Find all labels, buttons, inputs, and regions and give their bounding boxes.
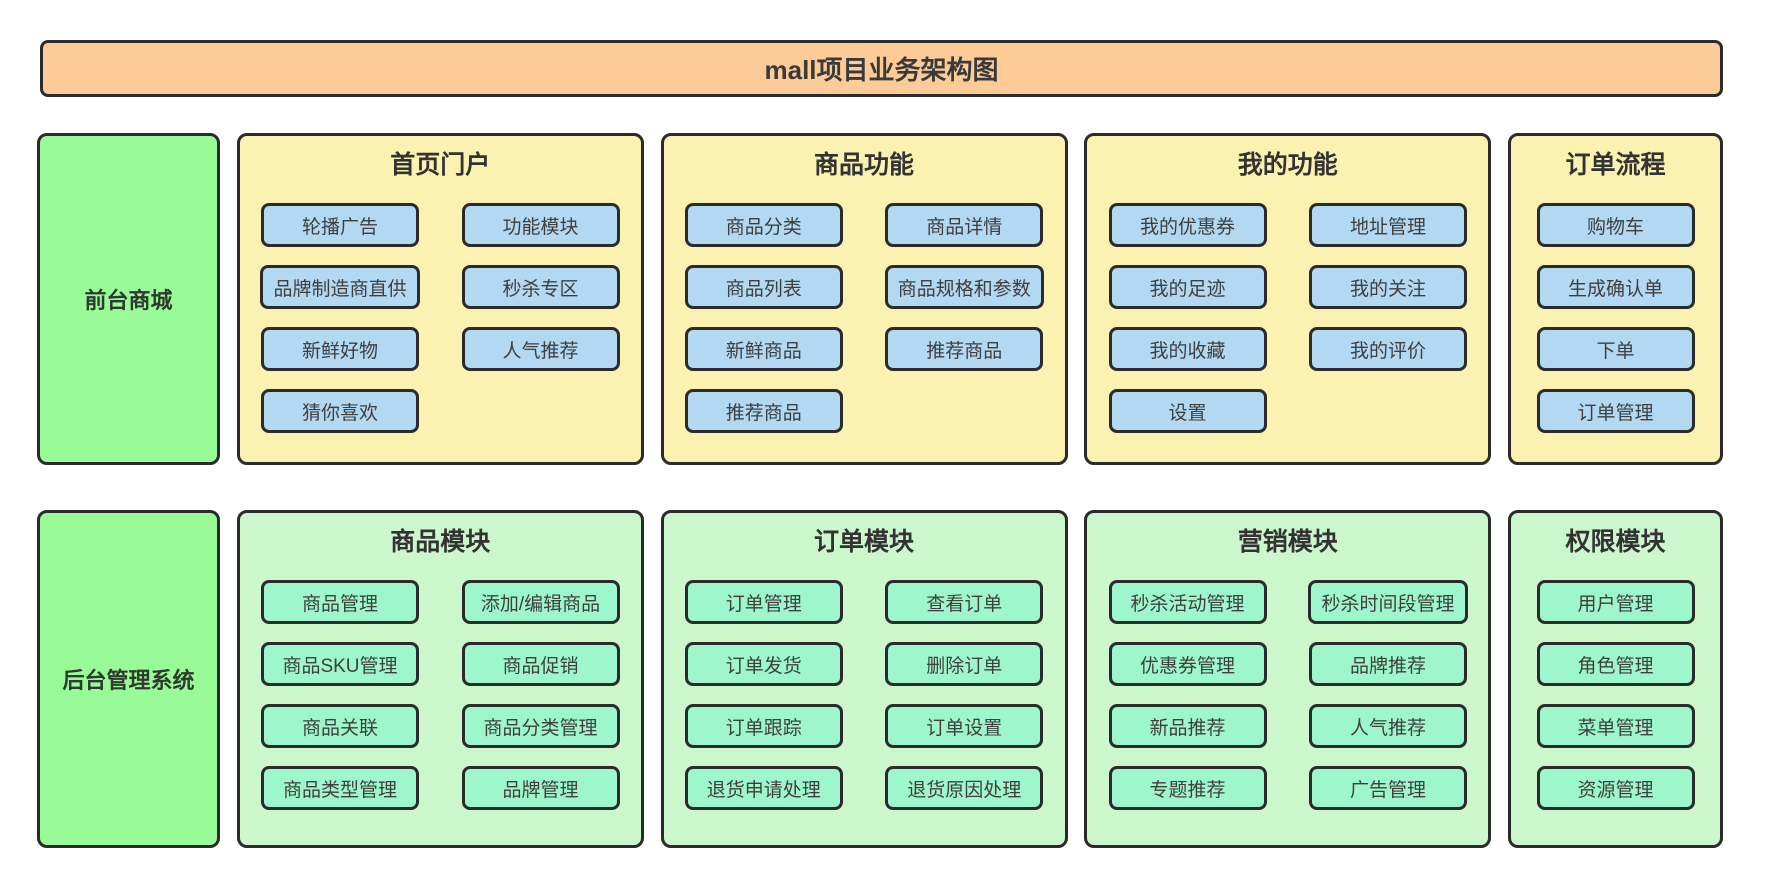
node-my-features-0: 我的优惠券 <box>1108 203 1267 247</box>
node-grid-product-features: 商品分类商品详情商品列表商品规格和参数新鲜商品推荐商品推荐商品 <box>664 203 1065 433</box>
node-product-module-7: 品牌管理 <box>461 766 620 810</box>
node-order-flow-1: 生成确认单 <box>1536 265 1695 309</box>
node-grid-my-features: 我的优惠券地址管理我的足迹我的关注我的收藏我的评价设置 <box>1087 203 1488 433</box>
node-my-features-5: 我的评价 <box>1309 327 1467 371</box>
node-order-flow-0: 购物车 <box>1536 203 1695 247</box>
node-permission-module-3: 资源管理 <box>1536 766 1695 810</box>
title-banner: mall项目业务架构图 <box>40 40 1723 97</box>
node-grid-marketing-module: 秒杀活动管理秒杀时间段管理优惠券管理品牌推荐新品推荐人气推荐专题推荐广告管理 <box>1087 580 1488 810</box>
node-my-features-1: 地址管理 <box>1309 203 1467 247</box>
panel-marketing-module: 营销模块秒杀活动管理秒杀时间段管理优惠券管理品牌推荐新品推荐人气推荐专题推荐广告… <box>1084 510 1492 848</box>
node-my-features-2: 我的足迹 <box>1108 265 1267 309</box>
node-product-module-6: 商品类型管理 <box>261 766 419 810</box>
node-marketing-module-0: 秒杀活动管理 <box>1108 580 1267 624</box>
node-my-features-4: 我的收藏 <box>1108 327 1267 371</box>
node-product-features-2: 商品列表 <box>684 265 843 309</box>
node-grid-home-portal: 轮播广告功能模块品牌制造商直供秒杀专区新鲜好物人气推荐猜你喜欢 <box>240 203 641 433</box>
node-grid-permission-module: 用户管理角色管理菜单管理资源管理 <box>1511 580 1720 810</box>
panel-title-order-flow: 订单流程 <box>1565 151 1666 179</box>
panel-my-features: 我的功能我的优惠券地址管理我的足迹我的关注我的收藏我的评价设置 <box>1084 133 1492 465</box>
node-product-features-6: 推荐商品 <box>684 389 843 433</box>
sidebar-label-frontend: 前台商城 <box>84 288 173 313</box>
node-grid-order-flow: 购物车生成确认单下单订单管理 <box>1511 203 1720 433</box>
tier-row-frontend: 前台商城首页门户轮播广告功能模块品牌制造商直供秒杀专区新鲜好物人气推荐猜你喜欢商… <box>37 133 1723 465</box>
node-home-portal-5: 人气推荐 <box>461 327 620 371</box>
node-order-module-3: 删除订单 <box>885 642 1044 686</box>
node-product-module-3: 商品促销 <box>461 642 620 686</box>
node-product-module-2: 商品SKU管理 <box>261 642 419 686</box>
panel-title-order-module: 订单模块 <box>813 528 914 556</box>
node-marketing-module-5: 人气推荐 <box>1309 704 1467 748</box>
node-home-portal-3: 秒杀专区 <box>461 265 620 309</box>
panel-home-portal: 首页门户轮播广告功能模块品牌制造商直供秒杀专区新鲜好物人气推荐猜你喜欢 <box>236 133 644 465</box>
node-home-portal-2: 品牌制造商直供 <box>260 265 420 309</box>
node-home-portal-6: 猜你喜欢 <box>261 389 419 433</box>
node-marketing-module-2: 优惠券管理 <box>1108 642 1267 686</box>
panel-order-module: 订单模块订单管理查看订单订单发货删除订单订单跟踪订单设置退货申请处理退货原因处理 <box>660 510 1068 848</box>
node-marketing-module-4: 新品推荐 <box>1108 704 1267 748</box>
node-order-module-0: 订单管理 <box>684 580 843 624</box>
node-home-portal-0: 轮播广告 <box>261 203 419 247</box>
node-product-module-4: 商品关联 <box>261 704 419 748</box>
panel-product-module: 商品模块商品管理添加/编辑商品商品SKU管理商品促销商品关联商品分类管理商品类型… <box>236 510 644 848</box>
node-permission-module-1: 角色管理 <box>1536 642 1695 686</box>
sidebar-frontend: 前台商城 <box>37 133 220 465</box>
node-product-features-1: 商品详情 <box>885 203 1044 247</box>
node-order-module-7: 退货原因处理 <box>885 766 1044 810</box>
node-marketing-module-7: 广告管理 <box>1309 766 1467 810</box>
panel-title-marketing-module: 营销模块 <box>1237 528 1338 556</box>
node-marketing-module-6: 专题推荐 <box>1108 766 1267 810</box>
node-order-flow-3: 订单管理 <box>1536 389 1695 433</box>
node-order-module-6: 退货申请处理 <box>684 766 843 810</box>
node-permission-module-2: 菜单管理 <box>1536 704 1695 748</box>
sidebar-label-backend: 后台管理系统 <box>62 668 195 693</box>
node-order-module-4: 订单跟踪 <box>684 704 843 748</box>
node-product-module-5: 商品分类管理 <box>461 704 620 748</box>
node-marketing-module-3: 品牌推荐 <box>1309 642 1467 686</box>
tier-row-backend: 后台管理系统 商品模块商品管理添加/编辑商品商品SKU管理商品促销商品关联商品分类… <box>37 510 1723 848</box>
node-order-module-5: 订单设置 <box>885 704 1044 748</box>
panel-title-product-features: 商品功能 <box>813 151 914 179</box>
node-permission-module-0: 用户管理 <box>1536 580 1695 624</box>
node-product-features-0: 商品分类 <box>684 203 843 247</box>
node-product-module-0: 商品管理 <box>261 580 419 624</box>
node-grid-product-module: 商品管理添加/编辑商品商品SKU管理商品促销商品关联商品分类管理商品类型管理品牌… <box>240 580 641 810</box>
node-product-features-3: 商品规格和参数 <box>884 265 1044 309</box>
node-home-portal-4: 新鲜好物 <box>261 327 419 371</box>
node-order-flow-2: 下单 <box>1536 327 1695 371</box>
panel-permission-module: 权限模块用户管理角色管理菜单管理资源管理 <box>1508 510 1723 848</box>
node-order-module-1: 查看订单 <box>885 580 1044 624</box>
node-order-module-2: 订单发货 <box>684 642 843 686</box>
panel-order-flow: 订单流程购物车生成确认单下单订单管理 <box>1508 133 1723 465</box>
node-my-features-6: 设置 <box>1108 389 1267 433</box>
node-product-features-5: 推荐商品 <box>885 327 1044 371</box>
panel-title-home-portal: 首页门户 <box>390 151 491 179</box>
node-grid-order-module: 订单管理查看订单订单发货删除订单订单跟踪订单设置退货申请处理退货原因处理 <box>664 580 1065 810</box>
panel-title-product-module: 商品模块 <box>390 528 491 556</box>
panel-title-my-features: 我的功能 <box>1237 151 1338 179</box>
sidebar-backend: 后台管理系统 <box>37 510 220 848</box>
panel-product-features: 商品功能商品分类商品详情商品列表商品规格和参数新鲜商品推荐商品推荐商品 <box>660 133 1068 465</box>
node-marketing-module-1: 秒杀时间段管理 <box>1308 580 1468 624</box>
diagram-title: mall项目业务架构图 <box>764 55 999 85</box>
node-my-features-3: 我的关注 <box>1309 265 1467 309</box>
panel-title-permission-module: 权限模块 <box>1565 528 1666 556</box>
node-product-module-1: 添加/编辑商品 <box>461 580 620 624</box>
node-home-portal-1: 功能模块 <box>461 203 620 247</box>
node-product-features-4: 新鲜商品 <box>684 327 843 371</box>
